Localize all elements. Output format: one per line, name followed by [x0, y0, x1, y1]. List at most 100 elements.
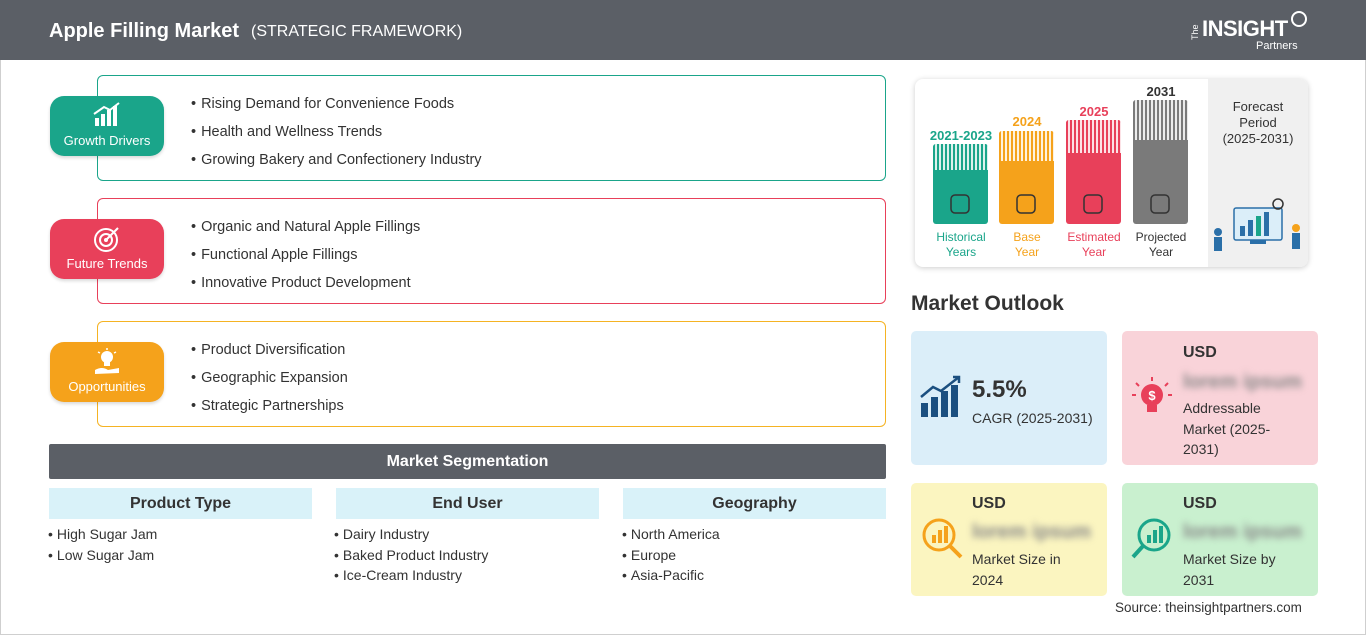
list-item: Dairy Industry	[334, 526, 488, 547]
list-item: Low Sugar Jam	[48, 547, 157, 568]
bar-stripes	[999, 131, 1054, 161]
analytics-people-icon	[1214, 198, 1300, 251]
list-item: Baked Product Industry	[334, 547, 489, 568]
list-item: Functional Apple Fillings	[191, 247, 420, 275]
addressable-market-tile: USD lorem ipsum $ Addressable Market (20…	[1122, 331, 1318, 465]
currency-label: USD	[972, 495, 1006, 512]
size-2024-description: Market Size in 2024	[972, 549, 1061, 590]
history-clock-icon	[950, 194, 970, 214]
list-item: Innovative Product Development	[191, 275, 420, 303]
bar-stripes	[1066, 120, 1121, 153]
list-item: Asia-Pacific	[622, 567, 720, 588]
desc-line: Addressable	[1183, 400, 1261, 416]
growth-drivers-label: Growth Drivers	[63, 133, 151, 148]
bar-stripes	[1133, 100, 1188, 140]
magnifier-chart-icon	[922, 518, 963, 559]
list-item: Organic and Natural Apple Fillings	[191, 219, 420, 247]
list-item: Growing Bakery and Confectionery Industr…	[191, 152, 481, 180]
timeline-year: 2021-2023	[929, 128, 993, 143]
segment-list-end-user: Dairy Industry Baked Product Industry Ic…	[334, 526, 489, 588]
blurred-value: lorem ipsum	[1183, 371, 1302, 393]
timeline-bar	[933, 144, 988, 224]
cagr-label: CAGR (2025-2031)	[972, 410, 1093, 426]
logo-insight-text: INSIGHT	[1202, 16, 1288, 41]
desc-line: Market Size in	[972, 551, 1061, 567]
growth-drivers-badge: Growth Drivers	[50, 96, 164, 156]
rising-bars-icon	[920, 375, 961, 417]
list-item: Rising Demand for Convenience Foods	[191, 96, 482, 124]
opportunities-badge: Opportunities	[50, 342, 164, 402]
forecast-line-3: (2025-2031)	[1222, 131, 1294, 146]
segment-list-product-type: High Sugar Jam Low Sugar Jam	[48, 526, 157, 567]
blurred-value: lorem ipsum	[1183, 521, 1302, 543]
list-item: Product Diversification	[191, 342, 348, 370]
bar-stripes	[933, 144, 988, 170]
timeline-year: 2025	[1079, 104, 1109, 119]
segment-heading-end-user: End User	[336, 488, 599, 519]
timeline-bar	[999, 131, 1054, 224]
timeline-bar	[1066, 120, 1121, 224]
desc-line: 2024	[972, 571, 1004, 588]
timeline-year: 2024	[1012, 114, 1042, 129]
presentation-board-icon	[1150, 194, 1170, 214]
desc-line: 2031	[1183, 571, 1215, 588]
growth-chart-icon	[93, 102, 120, 126]
opportunities-card: Product Diversification Geographic Expan…	[97, 321, 886, 427]
cagr-value: 5.5%	[972, 376, 1027, 403]
dollar-bulb-icon: $	[1132, 377, 1172, 412]
source-citation: Source: theinsightpartners.com	[1115, 600, 1302, 615]
opportunities-list: Product Diversification Geographic Expan…	[191, 342, 348, 426]
future-trends-card: Organic and Natural Apple Fillings Funct…	[97, 198, 886, 304]
addressable-description: Addressable Market (2025- 2031)	[1183, 398, 1270, 460]
logo-lens-icon	[1291, 11, 1307, 27]
lightbulb-hand-icon	[95, 348, 119, 374]
size-2031-description: Market Size by 2031	[1183, 549, 1276, 590]
page-subtitle: (STRATEGIC FRAMEWORK)	[251, 23, 463, 40]
page-title: Apple Filling Market	[49, 20, 240, 42]
estimate-gear-icon	[1083, 194, 1103, 214]
target-icon	[94, 227, 119, 252]
calendar-icon	[1016, 194, 1036, 214]
segment-heading-product-type: Product Type	[49, 488, 312, 519]
cagr-tile: 5.5% CAGR (2025-2031)	[911, 331, 1107, 465]
market-size-2024-tile: USD lorem ipsum Market Size in 2024	[911, 483, 1107, 596]
list-item: Strategic Partnerships	[191, 398, 348, 426]
forecast-line-1: Forecast	[1232, 99, 1284, 114]
future-trends-list: Organic and Natural Apple Fillings Funct…	[191, 219, 420, 303]
future-trends-badge: Future Trends	[50, 219, 164, 279]
segmentation-title: Market Segmentation	[49, 444, 886, 479]
currency-label: USD	[1183, 344, 1217, 361]
segment-list-geography: North America Europe Asia-Pacific	[622, 526, 720, 588]
growth-drivers-card: Rising Demand for Convenience Foods Heal…	[97, 75, 886, 181]
desc-line: Market Size by	[1183, 551, 1276, 567]
market-size-2031-tile: USD lorem ipsum Market Size by 2031	[1122, 483, 1318, 596]
segment-heading-geography: Geography	[623, 488, 886, 519]
list-item: Ice-Cream Industry	[334, 567, 488, 588]
list-item: High Sugar Jam	[48, 526, 157, 547]
svg-text:$: $	[1148, 388, 1156, 403]
header-bar: Apple Filling Market (STRATEGIC FRAMEWOR…	[0, 0, 1366, 60]
future-trends-label: Future Trends	[66, 256, 148, 271]
logo-partners-text: Partners	[1256, 40, 1298, 52]
magnifier-chart-icon	[1131, 518, 1171, 559]
list-item: Geographic Expansion	[191, 370, 348, 398]
forecast-line-2: Period	[1239, 115, 1277, 130]
forecast-period-text: Forecast Period (2025-2031)	[1212, 99, 1304, 147]
list-item: North America	[622, 526, 720, 547]
insight-partners-logo[interactable]: The INSIGHT Partners	[1190, 10, 1310, 54]
growth-drivers-list: Rising Demand for Convenience Foods Heal…	[191, 96, 482, 180]
timeline-year: 2031	[1146, 84, 1176, 99]
logo-the-text: The	[1190, 24, 1200, 40]
market-outlook-title: Market Outlook	[911, 292, 1064, 315]
blurred-value: lorem ipsum	[972, 521, 1091, 543]
desc-line: 2031)	[1183, 441, 1219, 457]
list-item: Health and Wellness Trends	[191, 124, 482, 152]
timeline-bar	[1133, 100, 1188, 224]
currency-label: USD	[1183, 495, 1217, 512]
list-item: Europe	[622, 547, 720, 568]
desc-line: Market (2025-	[1183, 420, 1271, 437]
